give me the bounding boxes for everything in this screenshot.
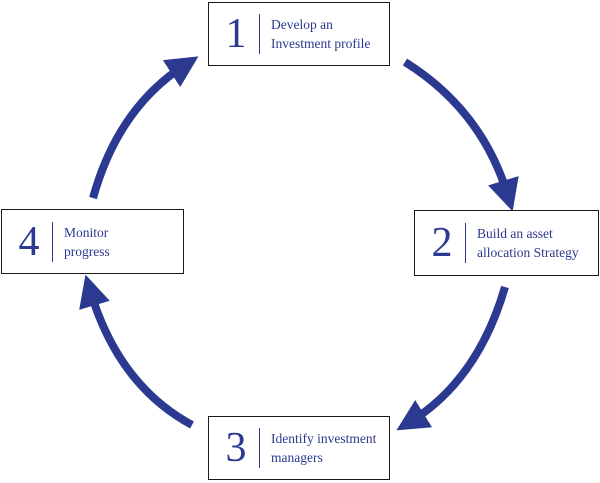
step-box-develop-profile: 1 Develop an Investment profile [208,2,390,66]
step-divider [465,223,466,263]
arrow-4-to-1 [89,56,199,200]
step-box-monitor-progress: 4 Monitor progress [1,209,184,274]
step-label: Develop an Investment profile [271,17,371,51]
step-label: Identify investment managers [271,431,377,465]
step-box-identify-managers: 3 Identify investment managers [208,416,390,480]
step-divider [259,428,260,468]
step-label: Build an asset allocation Strategy [477,226,579,260]
step-divider [52,221,53,262]
arrow-3-to-4 [79,274,194,429]
arrow-1-to-2 [402,58,519,212]
step-number: 2 [431,220,453,266]
step-number: 1 [225,11,247,57]
step-divider [259,14,260,54]
step-label: Monitor progress [64,224,110,259]
arrow-2-to-3 [396,285,509,431]
step-number: 3 [225,425,247,471]
step-number: 4 [18,218,40,265]
step-box-asset-allocation: 2 Build an asset allocation Strategy [414,210,599,276]
